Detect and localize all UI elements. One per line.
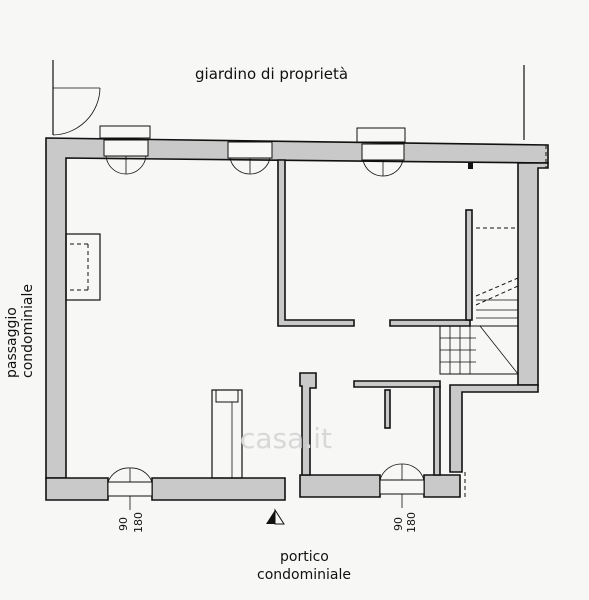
staircase [439, 227, 519, 375]
label-bottom-line2: condominiale [257, 567, 351, 583]
label-left-line1: passaggio [4, 307, 20, 378]
watermark: casa.it [240, 422, 332, 455]
door-right-height: 180 [405, 512, 418, 533]
boundary-dashes [464, 145, 547, 500]
window-top-2 [227, 141, 273, 175]
door-bottom-right [379, 463, 425, 508]
interior-walls [277, 159, 473, 476]
north-arrow-icon [266, 508, 285, 525]
label-bottom-line1: portico [280, 549, 329, 565]
door-right-width: 90 [392, 517, 405, 531]
door-left-width: 90 [117, 517, 130, 531]
door-left-height: 180 [132, 512, 145, 533]
label-top: giardino di proprietà [195, 65, 348, 83]
label-left-line2: condominiale [20, 284, 36, 378]
outer-walls [45, 137, 549, 501]
door-bottom-left [107, 467, 153, 510]
window-top-3 [356, 127, 406, 177]
fireplace [65, 233, 101, 301]
cabinet [211, 389, 243, 479]
garden-fence [52, 60, 525, 140]
window-top-1 [99, 125, 151, 175]
